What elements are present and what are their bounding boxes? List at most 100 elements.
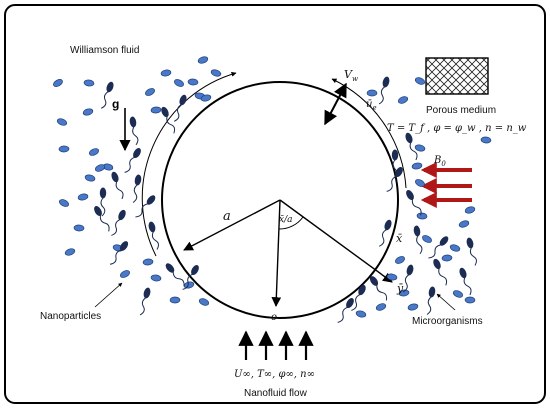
microorganism [100,81,114,109]
nanoparticle [386,273,398,281]
microorganism [459,267,472,296]
nanoparticle [53,79,63,87]
microorganism [413,225,423,255]
nanoparticle [173,79,185,87]
nanoparticle [458,220,470,228]
microorganism [109,241,129,265]
nanoparticle [198,298,210,306]
nanoparticle [142,258,154,266]
nanoparticle [366,89,378,97]
microorganism-group [94,76,477,323]
ybar-axis-arrow [279,199,393,283]
nanoparticle [422,235,432,243]
nanoparticle [452,290,464,298]
microorganism [99,187,107,217]
microorganism [148,221,159,250]
microorganism [351,284,366,311]
nanoparticle [84,174,96,182]
microorganism [173,94,187,122]
radius-label: a [223,209,231,224]
microorganism [111,171,124,200]
nanoparticle [480,136,492,144]
microorganism [94,205,110,232]
microorganism [406,189,422,216]
microorganism [391,149,399,179]
nanoparticle [464,206,476,214]
nanoparticle [73,224,85,232]
right-surface-flow-arc [331,78,407,189]
microorganism [433,258,448,286]
porous-medium-label: Porous medium [426,105,496,116]
magnetic-field-arrows [420,162,472,208]
outer-frame [4,4,546,404]
microorganism [369,276,388,301]
microorganism [139,287,151,316]
nanoparticle [197,56,209,64]
nanofluid-flow-label: Nanofluid flow [244,388,308,399]
nanoparticle [183,281,195,289]
microorganism [161,106,176,134]
nanoparticle [58,145,70,153]
microorganism [378,219,392,247]
freestream-arrows [238,330,314,360]
nanoparticle [210,69,222,77]
nanoparticle [64,248,76,256]
nanoparticle [449,244,461,252]
microorganism [135,195,156,218]
nanoparticles-label: Nanoparticles [40,311,101,322]
ue-symbol: ūe [366,99,377,112]
microorganism [386,166,403,192]
nanoparticle [187,78,199,86]
nanoparticle [82,108,94,116]
nanoparticle [94,164,106,172]
microorganism [405,132,418,161]
nanoparticle [394,256,406,264]
nanoparticle [169,296,181,304]
ybar-label: ȳ [396,282,404,295]
nanoparticle [145,88,155,96]
nanoparticle [415,179,425,187]
nanoparticle [414,77,426,85]
xbar-label: x̄ [396,232,403,245]
nanoparticle [375,303,387,311]
nanoparticle [414,144,426,152]
nanoparticle [83,79,95,87]
microorganism [402,264,414,293]
microorganism [337,297,354,323]
microorganism [124,147,141,173]
nanoparticle-group [53,56,492,318]
nanoparticle [56,118,68,126]
nanoparticle [150,106,162,114]
nanoparticle [411,162,423,170]
nanoparticle [160,69,172,77]
suction-velocity-arrow [324,82,347,126]
nanoparticle [120,270,130,278]
cylinder-circle [161,81,399,319]
nanoparticle [441,254,453,262]
nanoparticle [398,289,410,297]
microorganism [466,237,477,266]
microorganisms-label: Microorganisms [412,316,483,327]
microorganism [129,116,139,146]
nanoparticle [88,148,100,156]
microorganism [132,174,142,203]
origin-label: o [271,312,277,323]
wall-conditions: T = T_f , φ = φ_w , n = n_w [387,123,527,134]
angle-arc [278,216,304,230]
microorganism [182,264,199,290]
microorganism [111,209,126,236]
vertical-axis-line [271,199,282,307]
microorganism [428,236,449,259]
freestream-conditions: U∞, T∞, φ∞, n∞ [234,369,315,380]
nanoparticle [397,96,409,104]
nanoparticle [355,310,367,318]
microorganisms-pointer [436,293,456,311]
williamson-fluid-label: Williamson fluid [70,45,139,56]
nanoparticle [464,296,476,304]
nanoparticle [416,212,428,220]
nanoparticle [407,303,419,311]
angle-label: x̄/a [279,215,292,225]
microorganism [165,263,185,287]
nanoparticle [200,94,212,102]
